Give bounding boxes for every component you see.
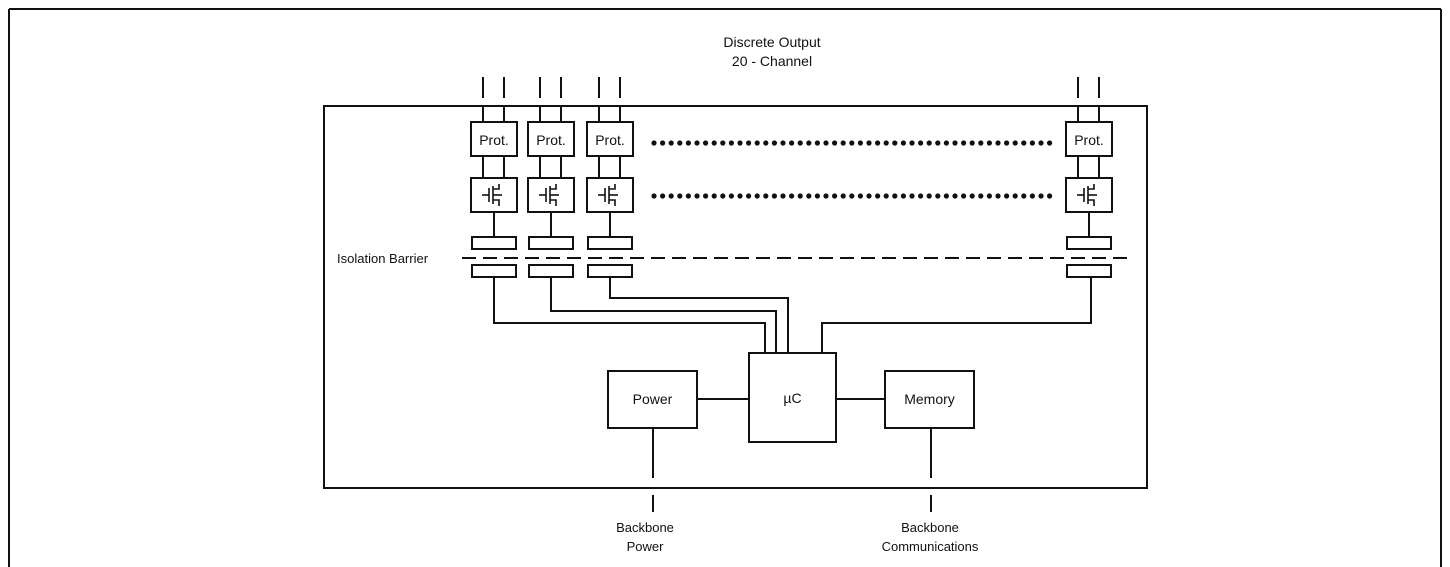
backbone-power-label-line2: Power [627,539,665,554]
dotted-continuation-row-1 [651,140,1053,146]
microcontroller-block [748,352,837,443]
microcontroller-label: µC [783,390,801,406]
power-block-label: Power [633,391,673,407]
isolator-top [471,236,517,250]
protection-block [470,121,518,157]
protection-block [1065,121,1113,157]
backbone-power-label-line1: Backbone [616,520,674,535]
protection-label: Prot. [479,132,509,148]
dotted-continuation-row-2 [651,193,1053,199]
transistor-switch-icon [598,184,618,206]
protection-label: Prot. [1074,132,1104,148]
isolator-bottom [587,264,633,278]
isolator-top [528,236,574,250]
channel-1: Prot. [470,77,518,278]
isolator-top [1066,236,1112,250]
transistor-switch-icon [1077,184,1097,206]
transistor-switch-icon [539,184,559,206]
channel-4: Prot. [1065,77,1113,278]
isolator-bottom [1066,264,1112,278]
protection-block [586,121,634,157]
isolation-barrier-label: Isolation Barrier [337,251,429,266]
module-box [323,105,1148,489]
block-connections [652,398,932,478]
isolator-bottom [528,264,574,278]
backbone-comms-label-line1: Backbone [901,520,959,535]
isolator-bottom [471,264,517,278]
backbone-comms-label-line2: Communications [882,539,979,554]
protection-block [527,121,575,157]
channel-continuation [651,140,1053,199]
protection-label: Prot. [536,132,566,148]
output-channels: Prot. Prot. Prot. Prot. [470,77,1113,278]
channel-bus [493,277,1092,353]
memory-block-label: Memory [904,391,955,407]
diagram-title-line2: 20 - Channel [732,53,812,69]
diagram-title-line1: Discrete Output [723,34,820,50]
outer-frame [8,8,1442,567]
channel-2: Prot. [527,77,575,278]
protection-label: Prot. [595,132,625,148]
transistor-switch-icon [482,184,502,206]
isolator-top [587,236,633,250]
